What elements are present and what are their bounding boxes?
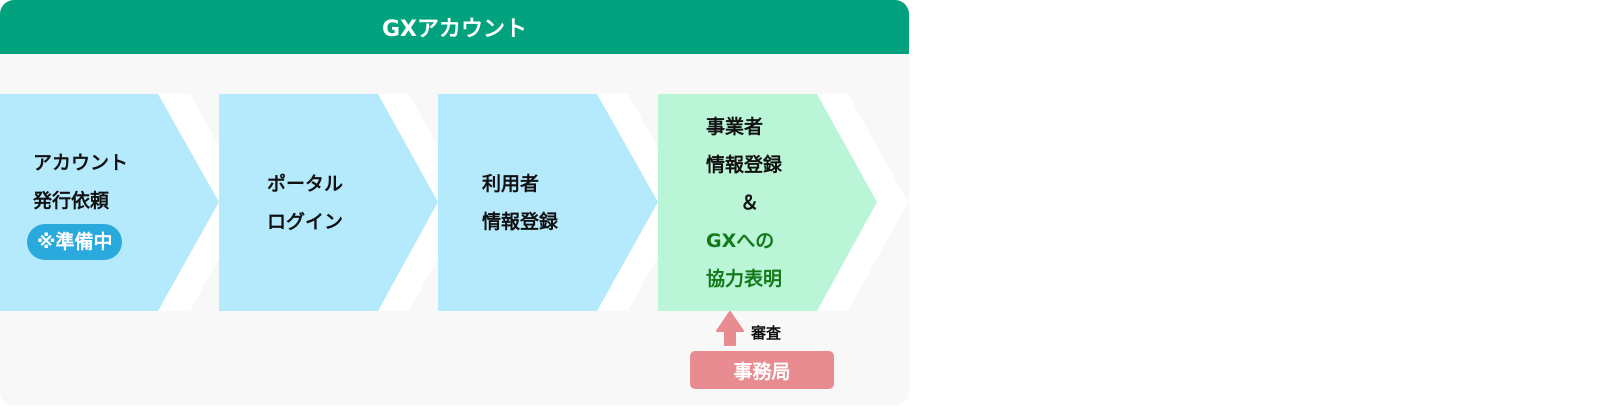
step-portal-login: ポータル ログイン xyxy=(267,94,343,311)
step-text: 情報登録 xyxy=(482,210,559,233)
step-account-request: アカウント 発行依頼 ※準備中 xyxy=(27,94,129,311)
flow-arrows xyxy=(0,94,877,311)
step-text: ＆ xyxy=(740,191,760,214)
step-highlight-text: GXへの xyxy=(706,229,775,252)
step-user-registration: 利用者 情報登録 xyxy=(482,94,558,311)
step-text: 利用者 xyxy=(482,172,540,195)
review-label: 審査 xyxy=(751,324,782,342)
step-text: ログイン xyxy=(267,210,344,233)
flow-title: GXアカウント xyxy=(0,0,909,54)
step-text: ポータル xyxy=(267,172,344,195)
secretariat-box: 事務局 xyxy=(690,351,834,389)
step-2-arrow xyxy=(219,94,438,311)
step-4-arrow xyxy=(658,94,877,311)
step-3-arrow xyxy=(438,94,658,311)
arrow-up-icon xyxy=(716,311,744,346)
step-text: 発行依頼 xyxy=(33,190,110,212)
step-text: 情報登録 xyxy=(706,153,783,176)
step-highlight-text: 協力表明 xyxy=(706,267,783,290)
step-business-registration: 事業者 情報登録 ＆ GXへの 協力表明 xyxy=(706,94,782,311)
gx-account-flow: GXアカウント アカウント 発行依頼 ※準備中 ポータル ログイン 利用者 情報… xyxy=(0,0,909,389)
step-text: アカウント xyxy=(33,152,129,174)
preparing-badge: ※準備中 xyxy=(27,224,123,260)
step-text: 事業者 xyxy=(706,115,764,138)
